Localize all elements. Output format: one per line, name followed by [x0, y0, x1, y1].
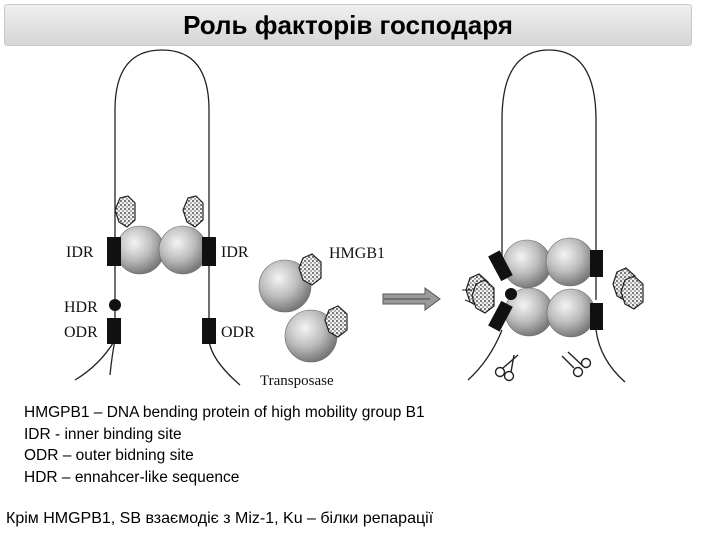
hmgb1-hexagon	[182, 195, 204, 228]
footnote: Крім HMGPB1, SB взаємодіє з Miz-1, Ku – …	[6, 510, 434, 527]
legend-item: HDR – ennahcer-like sequence	[24, 468, 240, 486]
dna-loop-right	[501, 49, 597, 300]
free-proteins: HMGB1 Transposase	[258, 245, 385, 389]
transposition-diagram: IDR IDR HDR ODR ODR HMGB1 Transposase	[64, 49, 644, 389]
hdr-dot	[109, 299, 121, 311]
hdr-dot	[505, 288, 517, 300]
transposase-ball	[546, 288, 596, 338]
odr-label-right: ODR	[221, 324, 255, 341]
legend-item: ODR – outer bidning site	[24, 447, 194, 464]
dna-tail-right	[595, 329, 626, 383]
odr-box	[202, 318, 216, 344]
hmgb1-label: HMGB1	[329, 245, 385, 262]
scissors-icon	[494, 354, 519, 382]
title-bar: Роль факторів господаря	[4, 4, 692, 46]
idr-label-right: IDR	[221, 244, 249, 261]
idr-box	[590, 250, 603, 277]
left-construct: IDR IDR HDR ODR ODR	[64, 49, 255, 386]
idr-box	[488, 250, 513, 282]
transposase-ball	[258, 259, 312, 313]
transition-arrow	[382, 287, 441, 311]
hmgb1-hexagon	[114, 195, 136, 228]
right-construct	[462, 49, 644, 383]
idr-box	[107, 237, 121, 266]
hmgb1-hexagon	[471, 279, 495, 314]
transposase-label: Transposase	[260, 373, 334, 389]
dna-tail-left	[74, 339, 116, 381]
dna-loop-left	[109, 49, 241, 386]
scissors-icon	[561, 351, 592, 378]
hmgb1-hexagon	[620, 275, 644, 310]
hmgb1-hexagon	[298, 253, 322, 286]
dna-tail-right	[467, 329, 503, 381]
transposase-ball	[545, 237, 595, 287]
hmgb1-hexagon	[324, 305, 348, 338]
hdr-label: HDR	[64, 299, 98, 316]
idr-label-left: IDR	[66, 244, 94, 261]
legend-item: IDR - inner binding site	[24, 425, 182, 443]
odr-box	[590, 303, 603, 330]
transposase-ball	[502, 239, 552, 289]
odr-box	[107, 318, 121, 344]
odr-label-left: ODR	[64, 324, 98, 341]
transposase-ball	[158, 225, 208, 275]
legend: HMGPB1 – DNA bending protein of high mob…	[24, 402, 425, 488]
transposase-ball	[115, 225, 165, 275]
idr-box	[202, 237, 216, 266]
legend-item: HMGPB1 – DNA bending protein of high mob…	[24, 404, 425, 421]
slide-title: Роль факторів господаря	[183, 9, 513, 40]
odr-box	[488, 300, 513, 332]
